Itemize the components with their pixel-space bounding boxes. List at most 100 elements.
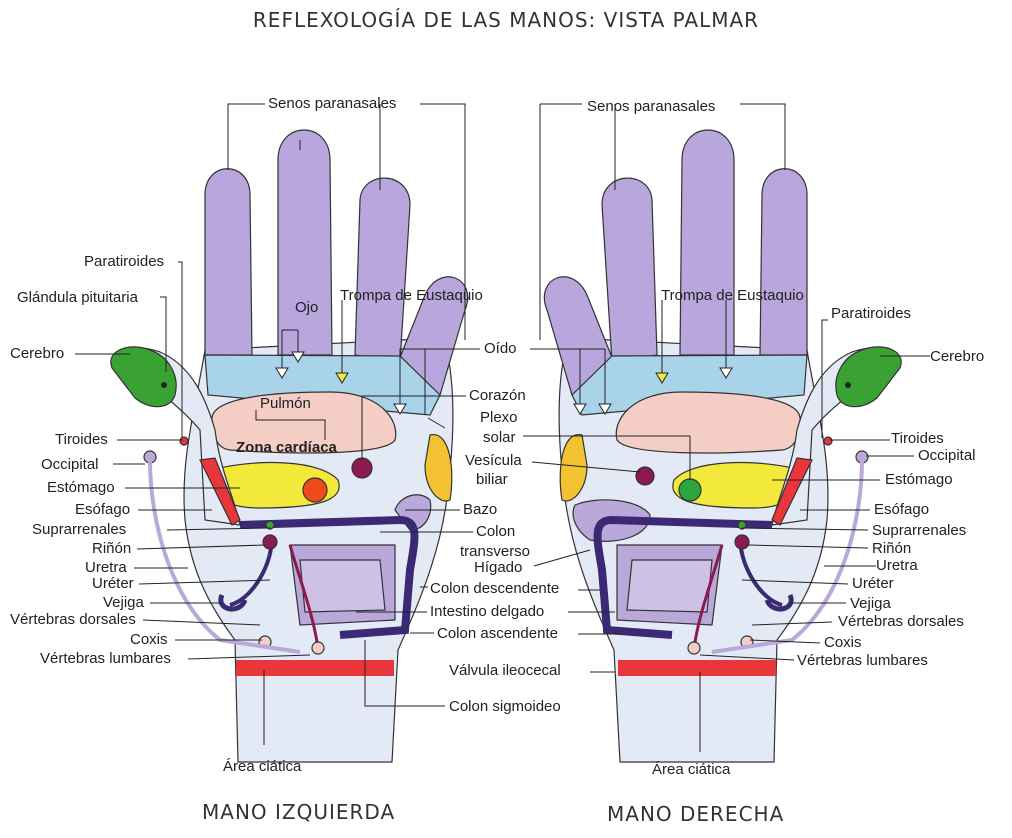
left-colon	[239, 515, 419, 639]
label-left-zona-cardiaca: Zona cardíaca	[236, 439, 337, 456]
label-right-occipital: Occipital	[918, 447, 976, 464]
label-solar: solar	[483, 429, 516, 446]
label-left-uretra: Uretra	[85, 559, 127, 576]
label-right-area-ciatica: Área ciática	[652, 761, 731, 778]
label-right-suprarrenales: Suprarrenales	[872, 522, 967, 539]
label-right-paratiroides: Paratiroides	[831, 305, 912, 322]
label-left-vejiga: Vejiga	[103, 594, 144, 611]
right-index	[543, 276, 618, 396]
left-spine-line	[148, 459, 301, 654]
right-bladder-line	[764, 593, 794, 612]
label-right-tiroides: Tiroides	[891, 430, 944, 447]
label-corazon: Corazón	[469, 387, 526, 404]
label-colon-ascendente: Colon ascendente	[437, 625, 558, 642]
left-thumb-red	[199, 457, 241, 526]
right-coxis2	[687, 641, 701, 655]
label-left-vertebras-dorsales: Vértebras dorsales	[10, 611, 136, 628]
right-spine-line	[711, 459, 864, 654]
left-brain-dot	[161, 382, 167, 388]
page-title: REFLEXOLOGÍA DE LAS MANOS: VISTA PALMAR	[252, 8, 760, 32]
label-left-trompa: Trompa de Eustaquio	[340, 287, 483, 304]
leader-lines	[75, 103, 930, 752]
label-left-ureter: Uréter	[92, 575, 134, 592]
right-brain-dot	[845, 382, 851, 388]
left-urethra	[288, 544, 320, 651]
right-ring	[679, 129, 735, 356]
left-intestine-inner	[299, 559, 386, 613]
label-vesicula: Vesícula	[465, 452, 522, 469]
label-right-vejiga: Vejiga	[850, 595, 891, 612]
right-gallbladder	[635, 466, 655, 486]
left-thyroid-dot	[179, 436, 189, 446]
left-bladder-line	[218, 593, 248, 612]
right-gallbladder-zone	[559, 434, 588, 502]
right-hand-drawing	[543, 129, 902, 763]
right-colon	[593, 515, 773, 639]
label-left-pituitaria: Glándula pituitaria	[17, 289, 138, 306]
label-right-vertebras-lumbares: Vértebras lumbares	[797, 652, 928, 669]
right-middle	[601, 177, 658, 363]
label-plexo: Plexo	[480, 409, 518, 426]
label-biliar: biliar	[476, 471, 508, 488]
left-hand-drawing	[110, 129, 469, 763]
left-sciatic-band	[236, 660, 394, 676]
label-right-trompa: Trompa de Eustaquio	[661, 287, 804, 304]
left-thumb-brain	[110, 346, 177, 408]
label-intestino-delgado: Intestino delgado	[430, 603, 545, 620]
label-left-estomago: Estómago	[47, 479, 115, 496]
left-coxis2	[311, 641, 325, 655]
label-left-rinon: Riñón	[92, 540, 132, 557]
label-left-ojo: Ojo	[295, 299, 319, 316]
right-adrenal	[737, 520, 747, 530]
label-right-cerebro: Cerebro	[930, 348, 985, 365]
right-pinky	[759, 168, 808, 356]
label-higado: Hígado	[474, 559, 523, 576]
label-left-pulmon: Pulmón	[260, 395, 311, 412]
label-colon: Colon	[476, 523, 516, 540]
label-left-occipital: Occipital	[41, 456, 99, 473]
right-thyroid-dot	[823, 436, 833, 446]
label-valvula-ileocecal: Válvula ileocecal	[449, 662, 561, 679]
right-intestine-inner	[626, 559, 713, 613]
label-left-cerebro: Cerebro	[10, 345, 65, 362]
label-left-vertebras-lumbares: Vértebras lumbares	[40, 650, 171, 667]
label-left-area-ciatica: Área ciática	[223, 758, 302, 775]
right-sciatic-band	[618, 660, 776, 676]
left-middle	[354, 177, 411, 363]
right-thumb-brain	[835, 346, 902, 408]
label-transverso: transverso	[460, 543, 531, 560]
left-lung	[211, 391, 397, 454]
label-left-tiroides: Tiroides	[55, 431, 108, 448]
label-left-paratiroides: Paratiroides	[84, 253, 165, 270]
label-right-senos: Senos paranasales	[587, 98, 716, 115]
label-right-esofago: Esófago	[874, 501, 930, 518]
label-right-coxis: Coxis	[824, 634, 862, 651]
right-lung	[615, 391, 801, 454]
right-urethra	[692, 544, 724, 651]
label-left-esofago: Esófago	[75, 501, 131, 518]
left-adrenal	[265, 520, 275, 530]
left-kidney	[262, 534, 278, 550]
caption-right-hand: MANO DERECHA	[607, 802, 785, 826]
label-colon-descendente: Colon descendente	[430, 580, 560, 597]
left-stomach-orange	[302, 477, 328, 503]
label-bazo: Bazo	[463, 501, 498, 518]
label-colon-sigmoideo: Colon sigmoideo	[449, 698, 561, 715]
label-right-rinon: Riñón	[872, 540, 912, 557]
right-solar-plexus	[678, 478, 702, 502]
label-right-vertebras-dorsales: Vértebras dorsales	[838, 613, 964, 630]
label-left-senos: Senos paranasales	[268, 95, 397, 112]
arrowheads	[275, 351, 733, 415]
left-pinky	[204, 168, 253, 356]
left-heart-zone	[424, 434, 453, 502]
label-right-estomago: Estómago	[885, 471, 953, 488]
label-left-coxis: Coxis	[130, 631, 168, 648]
right-kidney	[734, 534, 750, 550]
right-thumb-red	[771, 457, 813, 526]
label-left-suprarrenales: Suprarrenales	[32, 521, 127, 538]
label-right-uretra: Uretra	[876, 557, 918, 574]
label-right-ureter: Uréter	[852, 575, 894, 592]
caption-left-hand: MANO IZQUIERDA	[202, 800, 396, 824]
left-heart	[351, 457, 373, 479]
